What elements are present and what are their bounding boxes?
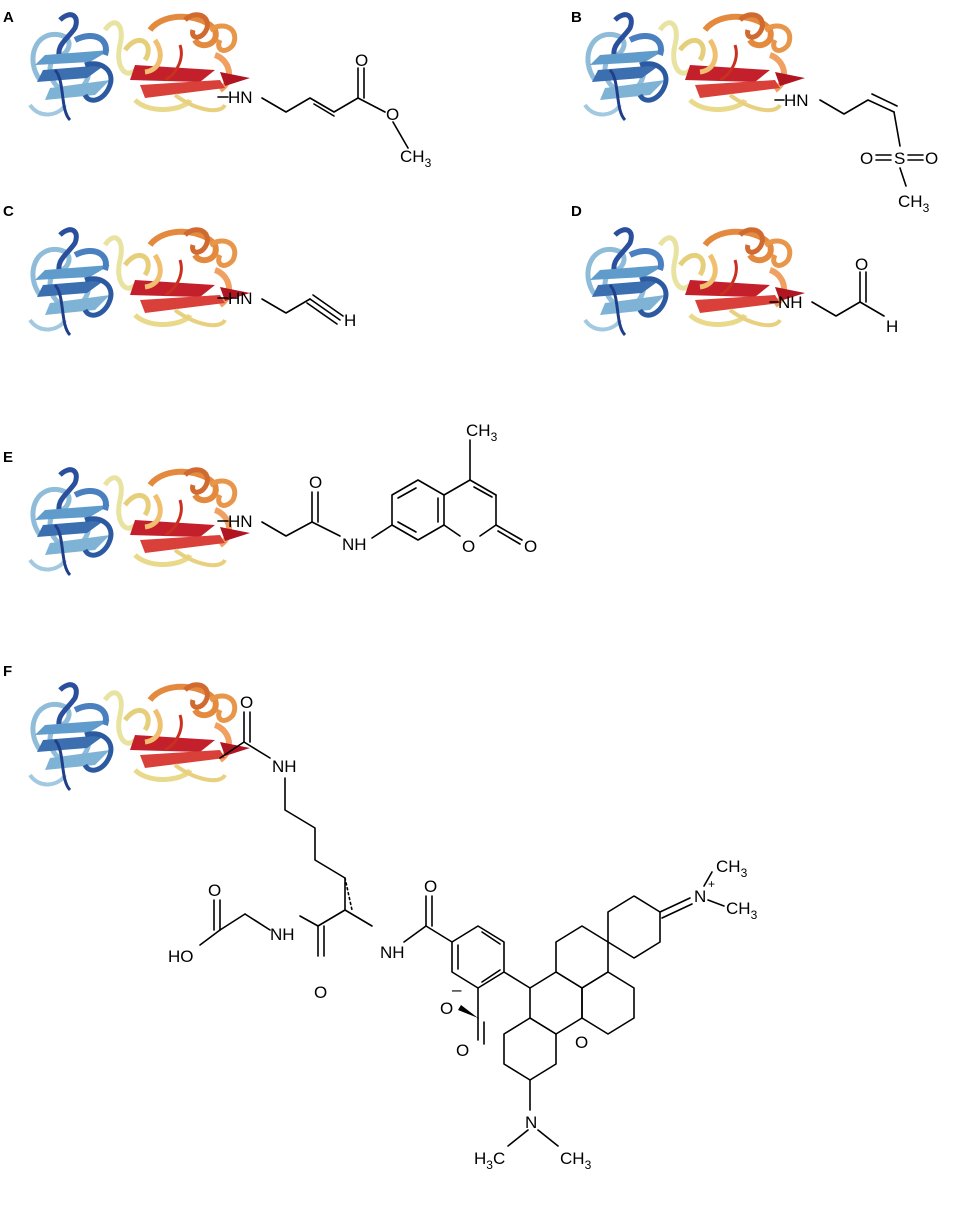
panel-label-a: A <box>3 9 14 26</box>
atom-o-d: O <box>855 255 868 274</box>
molecule-f: O NH O NH O HO NH O O – <box>168 693 758 1172</box>
panel-label-d: D <box>571 203 582 220</box>
atom-ch3-f3: CH3 <box>560 1149 592 1172</box>
atom-n-f1: N <box>694 887 706 906</box>
molecule-a: HN O O CH3 <box>217 51 432 170</box>
molecule-c: HN H <box>217 289 356 330</box>
atom-o-f6: O <box>456 1041 469 1060</box>
atom-o-e2: O <box>462 537 475 556</box>
atom-h-d: H <box>886 317 898 336</box>
atom-nh-f2: NH <box>270 925 295 944</box>
atom-ch3-e: CH3 <box>466 421 498 444</box>
protein-ribbon-e <box>30 470 250 575</box>
atom-hn-c: HN <box>228 289 253 308</box>
panel-label-c: C <box>3 203 14 220</box>
protein-ribbon-b <box>585 15 805 120</box>
atom-ch-c: H <box>344 311 356 330</box>
atom-o-f5: O <box>440 999 453 1018</box>
atom-s-b: S <box>894 149 905 168</box>
atom-o-e1: O <box>309 473 322 492</box>
molecule-e: HN O NH O O CH3 <box>217 421 537 556</box>
atom-ch3-a: CH3 <box>400 147 432 170</box>
atom-ho-f: HO <box>168 947 194 966</box>
atom-hn-e: HN <box>228 512 253 531</box>
atom-o-a2: O <box>386 105 399 124</box>
panel-label-e: E <box>3 449 13 466</box>
atom-o-b1: O <box>860 149 873 168</box>
atom-n-f2: N <box>525 1113 537 1132</box>
atom-ch3-f1: CH3 <box>716 857 748 880</box>
atom-ch3-b: CH3 <box>898 192 930 215</box>
protein-ribbon-d <box>585 230 805 335</box>
atom-o-a1: O <box>355 51 368 70</box>
panel-label-b: B <box>571 9 582 26</box>
atom-ch3-f2: CH3 <box>726 899 758 922</box>
charge-plus-f: + <box>708 877 715 891</box>
atom-o-f7: O <box>575 1033 588 1052</box>
atom-o-f3: O <box>208 881 221 900</box>
atom-nh-f1: NH <box>272 757 297 776</box>
protein-ribbon-c <box>30 230 250 335</box>
atom-nh-f3: NH <box>380 943 405 962</box>
atom-nh-e: NH <box>342 535 367 554</box>
atom-hn-a: HN <box>228 88 253 107</box>
protein-ribbon-f <box>30 685 250 790</box>
atom-h3c-f: H3C <box>474 1149 505 1172</box>
charge-minus-f: – <box>452 980 462 999</box>
atom-o-f1: O <box>240 693 253 712</box>
atom-o-f4: O <box>424 877 437 896</box>
atom-hn-b: HN <box>784 91 809 110</box>
atom-o-b2: O <box>925 149 938 168</box>
molecule-b: HN S O O CH3 <box>774 91 938 215</box>
molecule-d: NH O H <box>769 255 898 336</box>
atom-o-e3: O <box>524 537 537 556</box>
atom-nh-d: NH <box>778 293 803 312</box>
atom-o-f2: O <box>314 983 327 1002</box>
panel-label-f: F <box>3 663 12 680</box>
protein-ribbon-a <box>30 15 250 120</box>
